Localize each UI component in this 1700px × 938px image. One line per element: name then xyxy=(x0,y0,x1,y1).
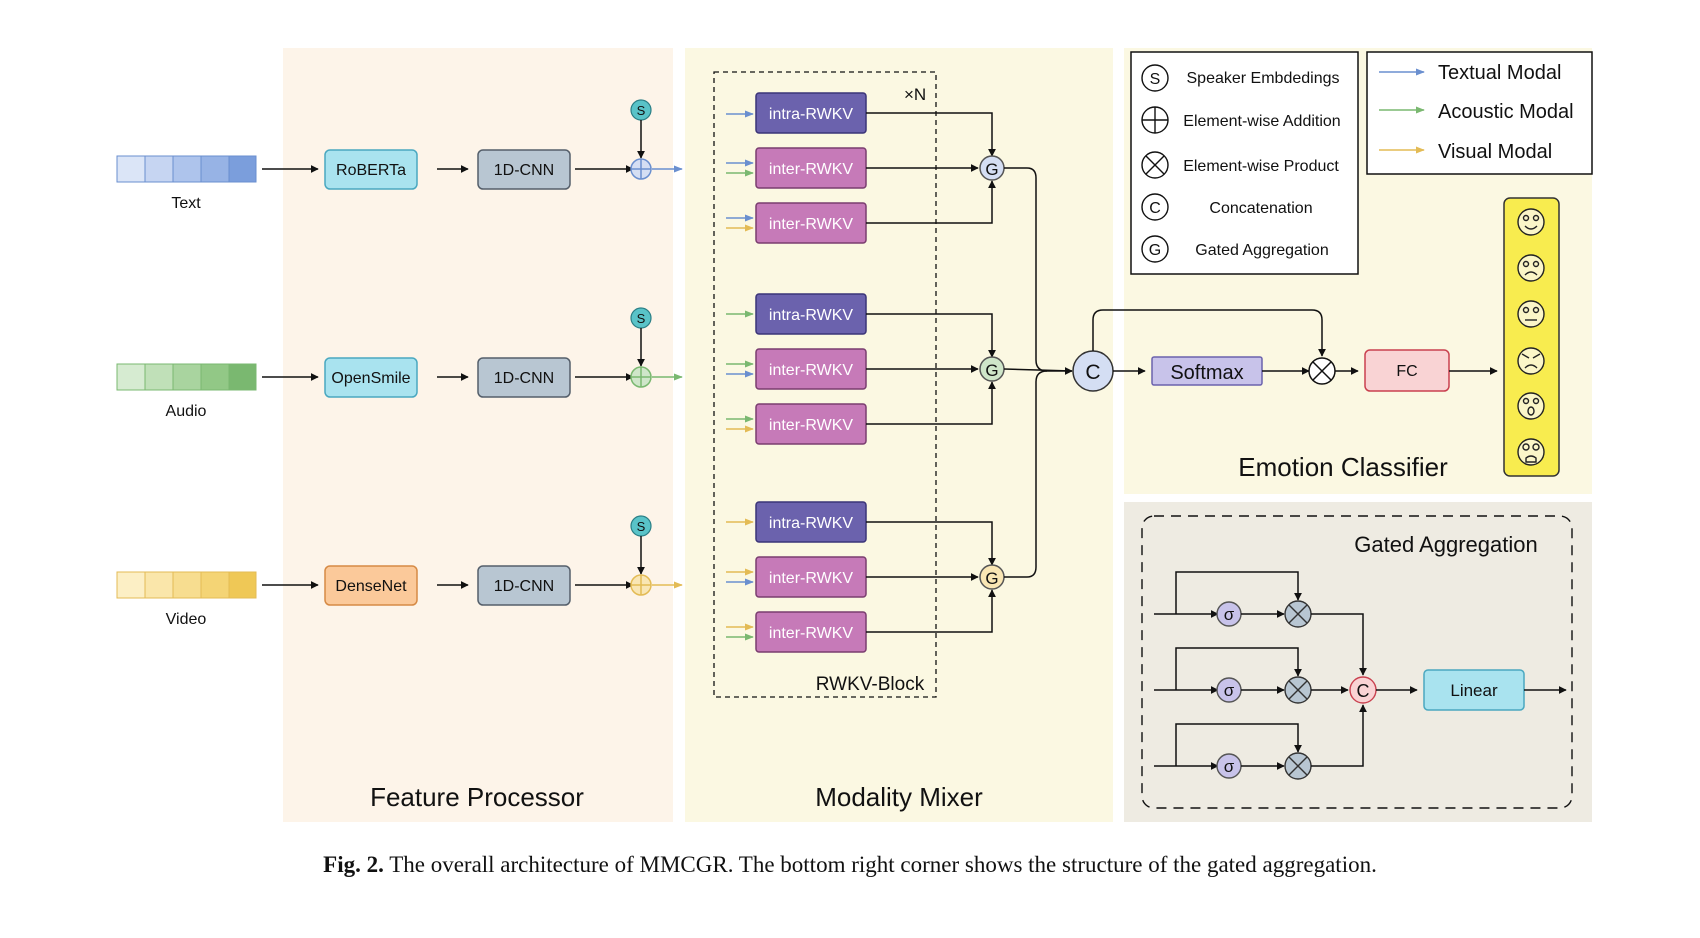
roberta-label: RoBERTa xyxy=(336,162,406,179)
gated-symbol-video: G xyxy=(985,569,998,588)
gated-symbol-audio: G xyxy=(985,361,998,380)
concatenation-icon xyxy=(1141,193,1169,221)
cnn-box-video xyxy=(477,565,571,606)
inter-rwkv-label: inter-RWKV xyxy=(769,570,853,587)
product-icon xyxy=(1284,600,1312,628)
speaker-icon xyxy=(1141,64,1169,92)
opensmile-box xyxy=(324,357,418,398)
sigma-text: σ xyxy=(1224,757,1235,776)
product-icon xyxy=(1141,151,1169,179)
gated-aggregation-icon xyxy=(1141,235,1169,263)
smile-face-icon xyxy=(1517,208,1545,236)
speaker-symbol-text: S xyxy=(637,103,646,118)
gate-row-3: σ xyxy=(1154,704,1367,780)
text-input-label: Text xyxy=(171,195,201,212)
linear-label: Linear xyxy=(1450,681,1498,700)
intra-rwkv-label: intra-RWKV xyxy=(769,307,853,324)
modality-mixer-panel xyxy=(685,48,1113,822)
video-input-label: Video xyxy=(166,611,207,628)
cnn-box-text xyxy=(477,149,571,190)
modality-mixer-title: Modality Mixer xyxy=(815,782,983,812)
inter-rwkv-label: inter-RWKV xyxy=(769,216,853,233)
inter-rwkv-label: inter-RWKV xyxy=(769,362,853,379)
figure-caption: Fig. 2. The overall architecture of MMCG… xyxy=(0,852,1700,878)
opensmile-label: OpenSmile xyxy=(331,370,410,387)
cnn-label-video: 1D-CNN xyxy=(494,578,554,595)
intra-rwkv-label: intra-RWKV xyxy=(769,106,853,123)
feature-row-text: RoBERTa 1D-CNN S xyxy=(262,99,683,190)
addition-icon xyxy=(630,574,652,596)
inter-rwkv-label: inter-RWKV xyxy=(769,417,853,434)
caption-label: Fig. 2. xyxy=(323,852,384,877)
product-icon xyxy=(1284,752,1312,780)
legend-concat-symbol: C xyxy=(1149,200,1161,217)
feature-row-video: DenseNet 1D-CNN S xyxy=(262,515,683,606)
densenet-label: DenseNet xyxy=(335,578,407,595)
gate-row-2: σ xyxy=(1154,647,1349,704)
rwkv-block-outline xyxy=(713,71,937,698)
rwkv-block-label: RWKV-Block xyxy=(816,674,925,695)
gated-aggregation-title: Gated Aggregation xyxy=(1354,532,1537,557)
surprise-face-icon xyxy=(1517,392,1545,420)
legend-speaker-text: Speaker Embdedings xyxy=(1187,70,1340,87)
addition-icon xyxy=(630,158,652,180)
cnn-label-audio: 1D-CNN xyxy=(494,370,554,387)
audio-input-label: Audio xyxy=(166,403,207,420)
legend-gated-symbol: G xyxy=(1149,242,1161,259)
emotion-output-column xyxy=(1503,197,1560,477)
text-input-bar xyxy=(116,155,257,183)
softmax-label: Softmax xyxy=(1170,362,1243,384)
repeat-n-label: ×N xyxy=(904,85,926,104)
sigma-text: σ xyxy=(1224,605,1235,624)
ga-concat-symbol: C xyxy=(1357,681,1370,701)
product-icon xyxy=(1284,676,1312,704)
legend-acoustic-modal: Acoustic Modal xyxy=(1438,101,1574,123)
gated-symbol-text: G xyxy=(985,160,998,179)
angry-face-icon xyxy=(1517,347,1545,375)
intra-rwkv-label: intra-RWKV xyxy=(769,515,853,532)
legend-gated-text: Gated Aggregation xyxy=(1195,242,1328,259)
fear-face-icon xyxy=(1517,438,1545,466)
densenet-box xyxy=(324,565,418,606)
product-icon xyxy=(1308,357,1336,385)
inter-rwkv-label: inter-RWKV xyxy=(769,161,853,178)
inter-rwkv-label: inter-RWKV xyxy=(769,625,853,642)
operations-legend xyxy=(1130,51,1359,275)
sigma-text: σ xyxy=(1224,681,1235,700)
speaker-symbol-video: S xyxy=(637,519,646,534)
legend-speaker-symbol: S xyxy=(1150,71,1161,88)
speaker-symbol-audio: S xyxy=(637,311,646,326)
audio-input-bar xyxy=(116,363,257,391)
roberta-box xyxy=(324,149,418,190)
legend-addition-text: Element-wise Addition xyxy=(1183,113,1340,130)
legend-concat-text: Concatenation xyxy=(1209,200,1312,217)
rwkv-group-video: intra-RWKV inter-RWKV inter-RWKV G xyxy=(726,501,1005,653)
legend-product-text: Element-wise Product xyxy=(1183,158,1339,175)
fc-label: FC xyxy=(1396,363,1417,380)
gate-row-1: σ xyxy=(1154,571,1367,676)
rwkv-group-audio: intra-RWKV inter-RWKV inter-RWKV G xyxy=(726,293,1005,445)
feature-processor-title: Feature Processor xyxy=(370,782,584,812)
cnn-box-audio xyxy=(477,357,571,398)
addition-icon xyxy=(1141,106,1169,134)
addition-icon xyxy=(630,366,652,388)
concat-symbol-text: C xyxy=(1085,361,1100,384)
gated-aggregation-panel xyxy=(1124,502,1592,822)
legend-textual-modal: Textual Modal xyxy=(1438,62,1561,84)
sad-face-icon xyxy=(1517,254,1545,282)
feature-row-audio: OpenSmile 1D-CNN S xyxy=(262,307,683,398)
neutral-face-icon xyxy=(1517,300,1545,328)
cnn-label-text: 1D-CNN xyxy=(494,162,554,179)
video-input-bar xyxy=(116,571,257,599)
legend-visual-modal: Visual Modal xyxy=(1438,141,1552,163)
rwkv-group-text: intra-RWKV inter-RWKV inter-RWKV G xyxy=(726,92,1005,244)
caption-text: The overall architecture of MMCGR. The b… xyxy=(383,852,1377,877)
emotion-classifier-title: Emotion Classifier xyxy=(1238,452,1448,482)
